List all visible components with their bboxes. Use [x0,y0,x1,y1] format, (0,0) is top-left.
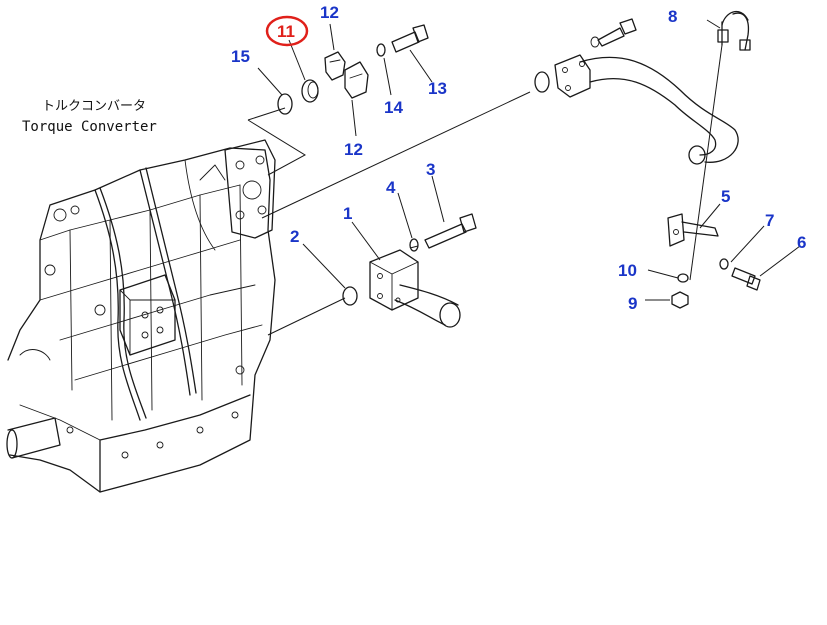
split-flange-part-12 [324,51,369,99]
callout-9: 9 [628,294,637,313]
seal-ring-part-11 [301,79,319,103]
washer-part-4 [409,238,419,252]
highlight-circle [265,15,309,47]
washer-part-10 [677,273,689,283]
assembly-lines [247,91,531,336]
leader-lines [257,19,801,301]
callout-15: 15 [231,47,250,66]
callout-1: 1 [343,204,352,223]
callout-12-bottom: 12 [344,140,363,159]
callout-10: 10 [618,261,637,280]
callout-5: 5 [721,187,730,206]
washer-part-7 [719,258,729,270]
callout-3: 3 [426,160,435,179]
callout-8: 8 [668,7,677,26]
pipe-part-8 [717,10,751,51]
callout-2: 2 [290,227,299,246]
callouts: 1 2 3 4 5 6 7 8 9 10 11 12 12 13 14 15 [231,3,806,313]
callout-14: 14 [384,98,403,117]
nut-part-9 [671,291,689,309]
callout-13: 13 [428,79,447,98]
o-ring-part-15 [277,93,293,115]
bolt-part-13 [391,24,429,53]
o-ring-part-2 [342,286,358,306]
bracket-part-5 [667,213,719,247]
tube-assembly-top [534,18,739,165]
callout-7: 7 [765,211,774,230]
elbow-part-1 [369,249,461,328]
bolt-part-6 [731,267,761,291]
callout-12-top: 12 [320,3,339,22]
bolt-part-3 [424,213,477,249]
callout-4: 4 [386,178,396,197]
torque-converter-housing [6,139,276,493]
torque-converter-label-en: Torque Converter [22,119,157,135]
callout-11: 11 [277,22,295,41]
callout-6: 6 [797,233,806,252]
torque-converter-label-jp: トルクコンバータ [42,99,146,114]
washer-part-14 [376,43,386,57]
